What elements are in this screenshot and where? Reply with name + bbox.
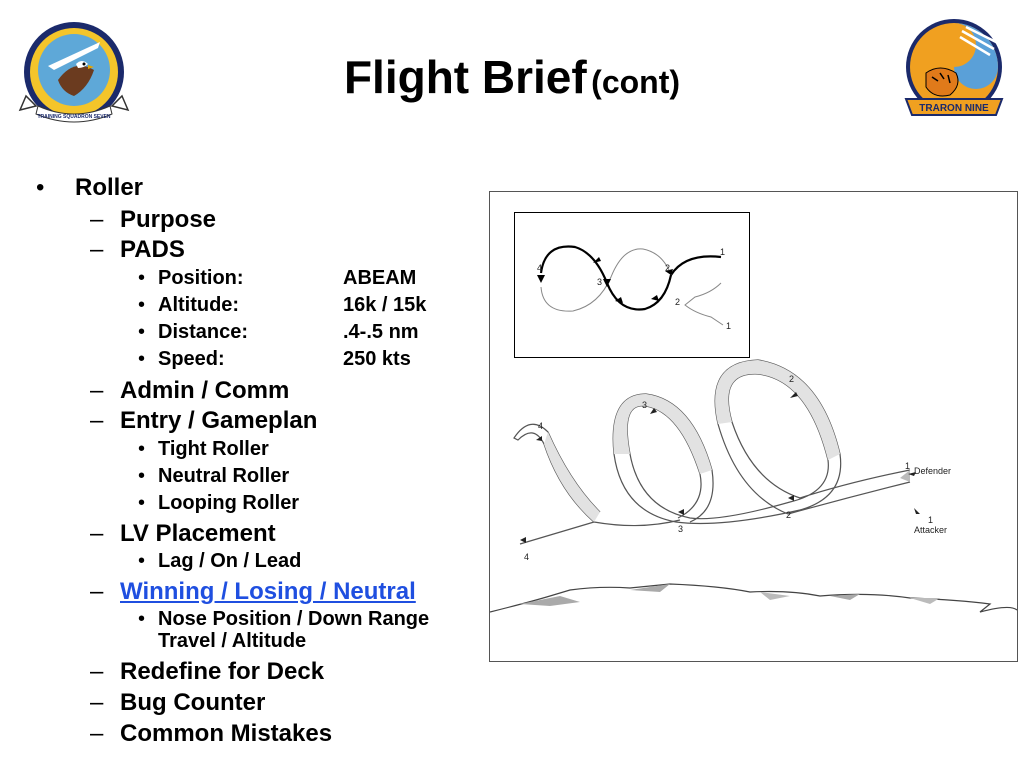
bullet-dot: •	[138, 294, 146, 316]
dash-marker: –	[90, 377, 104, 404]
title-main: Flight Brief	[343, 51, 587, 103]
inset-label-3: 3	[597, 277, 602, 287]
point-label-2a: 2	[786, 510, 791, 520]
bullet-dot: •	[138, 348, 146, 370]
pads-distance-value: .4-.5 nm	[343, 321, 419, 343]
pads-speed-label: Speed:	[158, 348, 225, 370]
pads-altitude-value: 16k / 15k	[343, 294, 427, 316]
point-label-1a: 1	[905, 461, 910, 471]
point-label-4a: 4	[524, 552, 529, 562]
point-label-3b: 3	[642, 400, 647, 410]
pads-altitude-label: Altitude:	[158, 294, 240, 316]
point-label-4b: 4	[538, 421, 543, 431]
bullet-dot: •	[138, 438, 146, 460]
bullet-entry-gameplan: Entry / Gameplan	[120, 407, 318, 434]
dash-marker: –	[90, 720, 104, 747]
entry-neutral-roller: Neutral Roller	[158, 465, 290, 487]
dash-marker: –	[90, 578, 104, 605]
entry-looping-roller: Looping Roller	[158, 492, 300, 514]
inset-label-1a: 1	[720, 247, 725, 257]
bullet-bug-counter: Bug Counter	[120, 689, 266, 716]
bullet-dot: •	[138, 492, 146, 514]
bullet-common-mistakes: Common Mistakes	[120, 720, 333, 747]
roller-diagram: 1 1 2 2 3 3 4 4 Defender Attacker	[489, 191, 1018, 662]
title-sub: (cont)	[591, 64, 681, 100]
bullet-dot: •	[138, 608, 146, 630]
bullet-dot: •	[138, 321, 146, 343]
traron-nine-logo-text: TRARON NINE	[919, 103, 989, 114]
bullet-pads: PADS	[120, 236, 185, 263]
bullet-dot: •	[138, 550, 146, 572]
point-label-1b: 1	[928, 515, 933, 525]
dash-marker: –	[90, 689, 104, 716]
bullet-list: • Roller – Purpose – PADS • Position: AB…	[0, 0, 490, 768]
entry-tight-roller: Tight Roller	[158, 438, 269, 460]
dash-marker: –	[90, 407, 104, 434]
dash-marker: –	[90, 658, 104, 685]
attacker-label: Attacker	[914, 525, 947, 535]
bullet-lv-placement: LV Placement	[120, 520, 276, 547]
traron-nine-logo: TRARON NINE	[900, 15, 1008, 127]
point-label-2b: 2	[789, 374, 794, 384]
winning-detail-line2: Travel / Altitude	[158, 630, 307, 652]
bullet-admin-comm: Admin / Comm	[120, 377, 290, 404]
dash-marker: –	[90, 520, 104, 547]
inset-label-2a: 2	[665, 263, 670, 273]
defender-label: Defender	[914, 466, 951, 476]
pads-distance-label: Distance:	[158, 321, 249, 343]
pads-position-value: ABEAM	[343, 267, 417, 289]
bullet-purpose: Purpose	[120, 206, 217, 233]
squadron-seven-logo: TRAINING SQUADRON SEVEN	[18, 18, 130, 130]
inset-label-4: 4	[537, 263, 542, 273]
dash-marker: –	[90, 206, 104, 233]
inset-label-1b: 1	[726, 321, 731, 331]
bullet-dot: •	[36, 174, 45, 201]
dash-marker: –	[90, 236, 104, 263]
slide-title: Flight Brief (cont)	[0, 50, 1024, 104]
squadron-seven-logo-text: TRAINING SQUADRON SEVEN	[37, 114, 110, 120]
bullet-roller: Roller	[75, 174, 144, 201]
lv-lag-on-lead: Lag / On / Lead	[158, 550, 302, 572]
bullet-redefine-deck: Redefine for Deck	[120, 658, 325, 685]
pads-position-label: Position:	[158, 267, 244, 289]
bullet-dot: •	[138, 267, 146, 289]
winning-detail-line1: Nose Position / Down Range	[158, 608, 430, 630]
pads-speed-value: 250 kts	[343, 348, 411, 370]
top-view-inset: 4 3 2 2 1 1	[514, 212, 750, 358]
point-label-3a: 3	[678, 524, 683, 534]
inset-label-2b: 2	[675, 297, 680, 307]
bullet-dot: •	[138, 465, 146, 487]
winning-losing-neutral-link[interactable]: Winning / Losing / Neutral	[120, 578, 416, 605]
